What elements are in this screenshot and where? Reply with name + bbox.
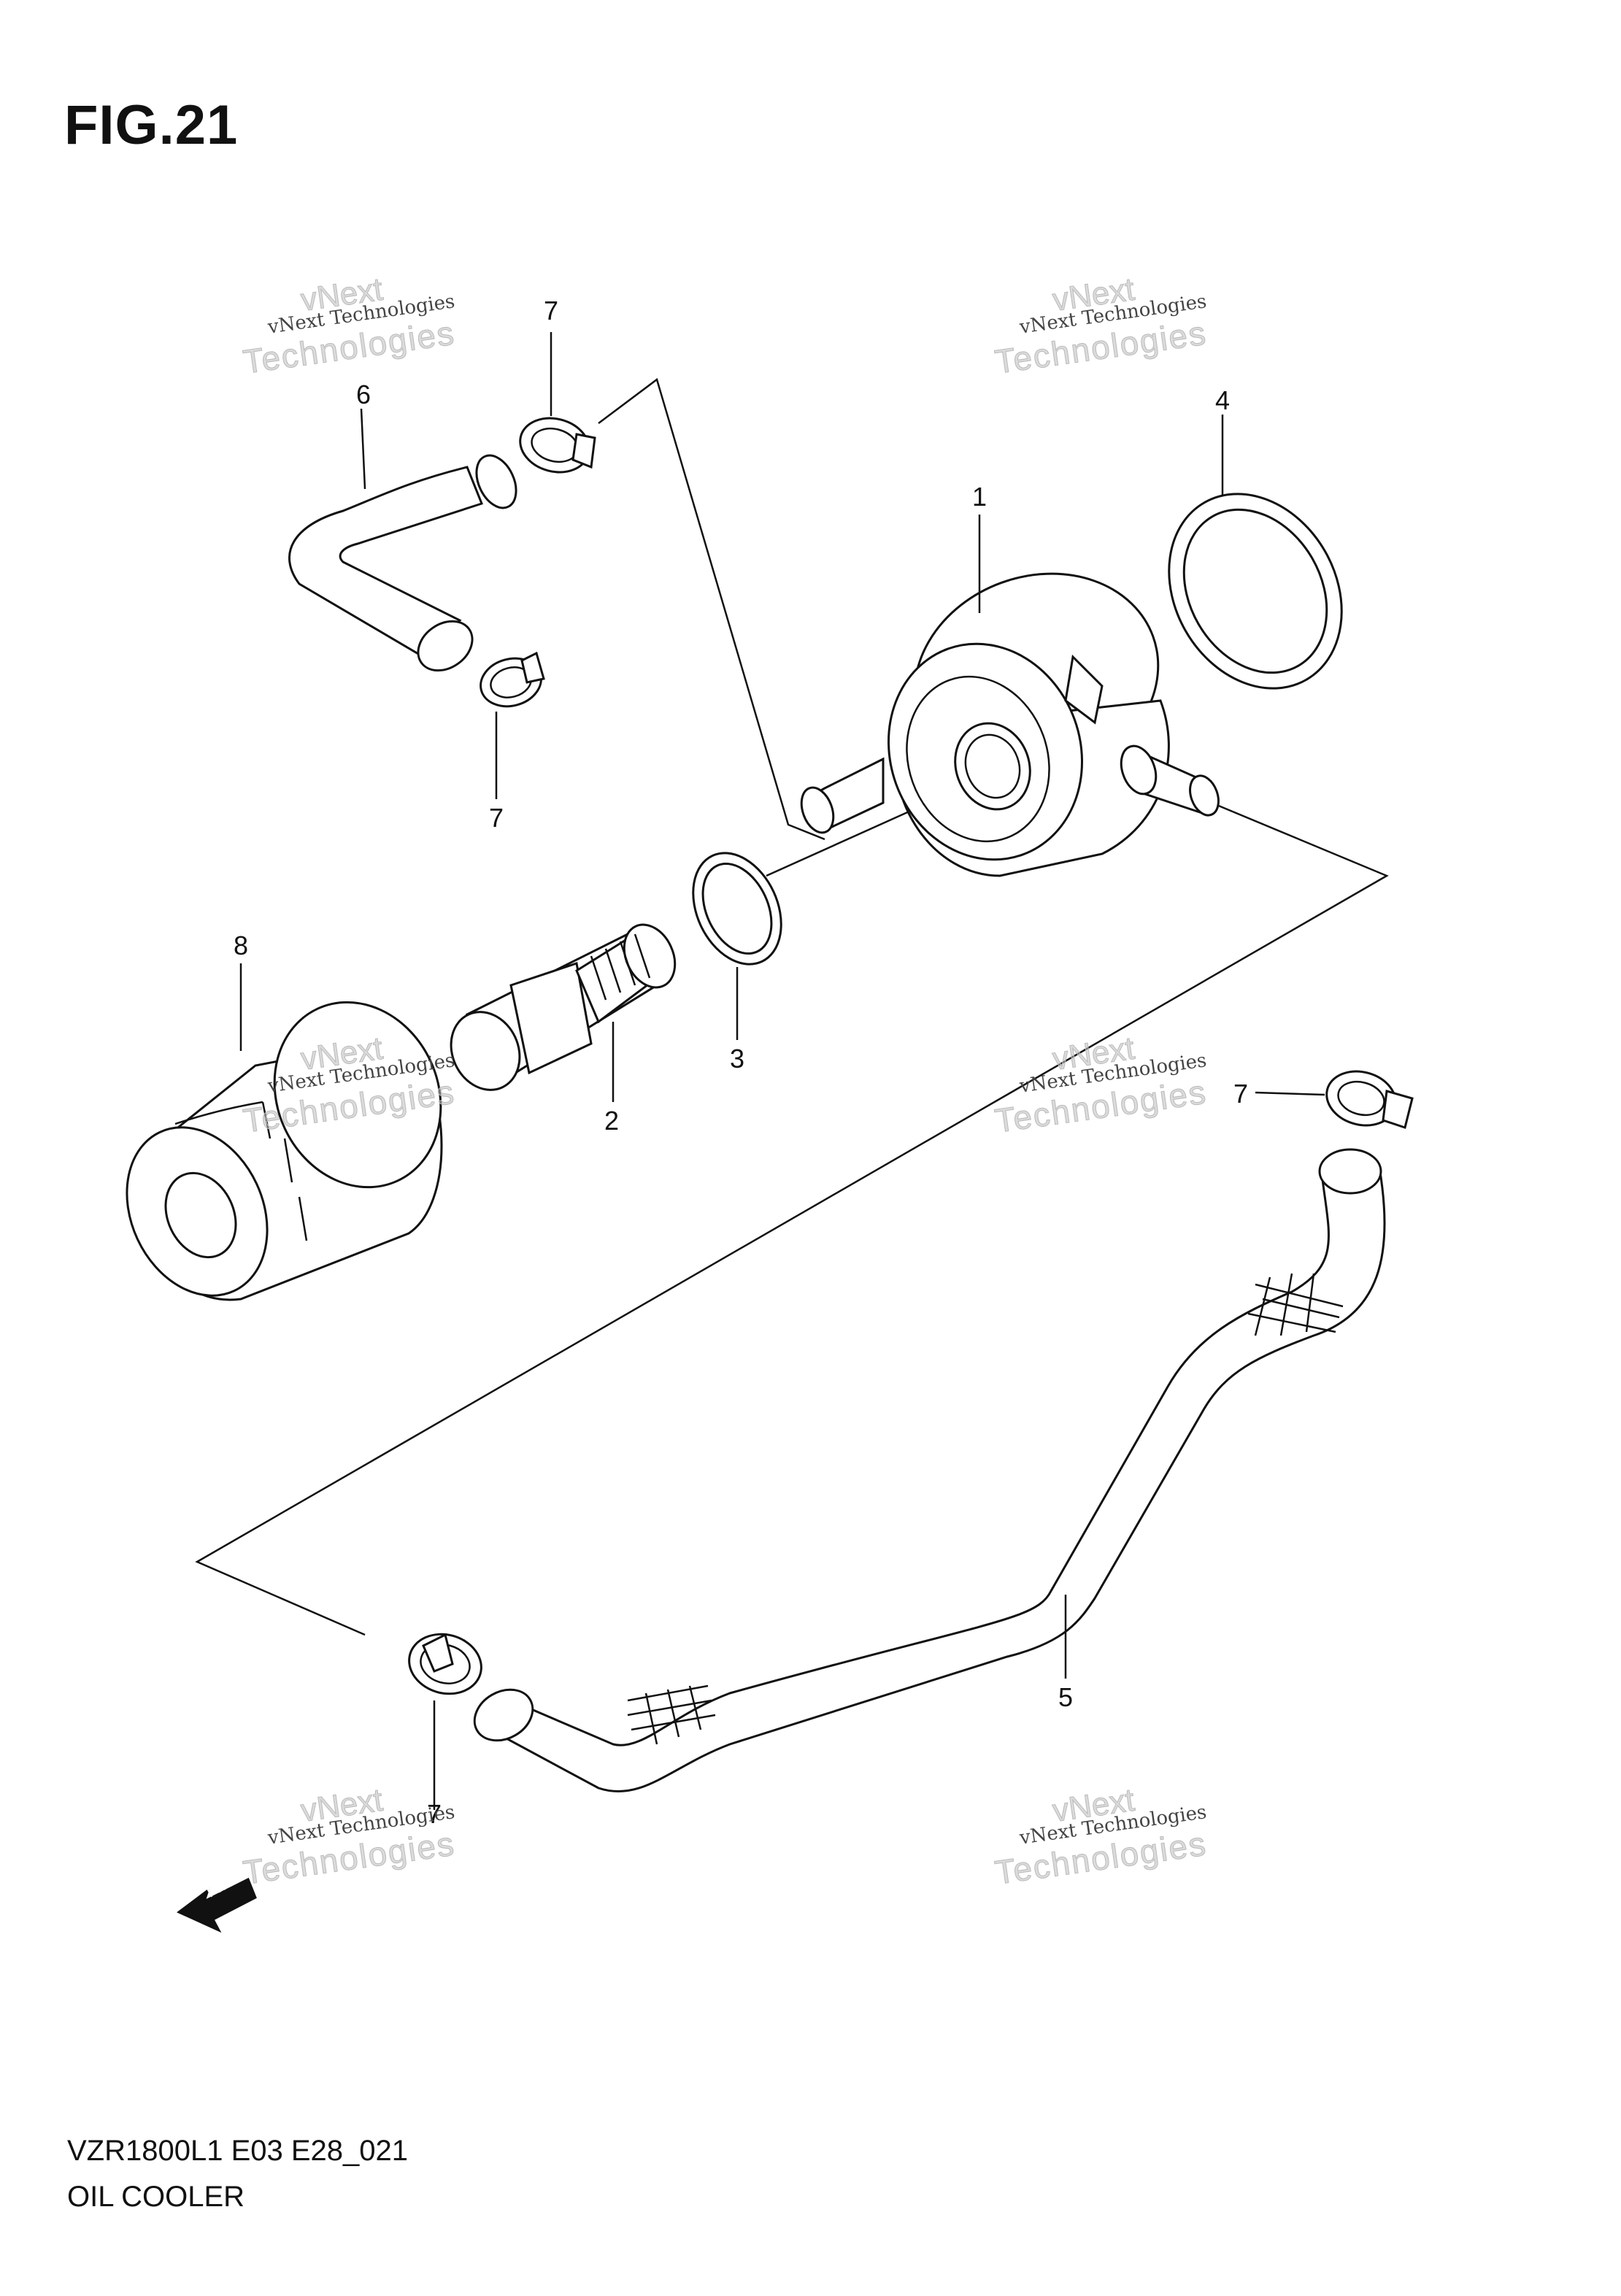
- callout-8: 8: [233, 931, 249, 960]
- callout-5: 5: [1058, 1682, 1074, 1712]
- callout-7-bottom: 7: [426, 1799, 442, 1829]
- callout-2: 2: [604, 1106, 620, 1136]
- o-ring-small: [692, 852, 782, 966]
- oil-cooler: [800, 572, 1220, 877]
- assembly-outline: [195, 377, 1389, 1636]
- callout-3: 3: [729, 1044, 745, 1074]
- callout-1: 1: [971, 482, 987, 512]
- callout-7-left: 7: [488, 803, 504, 833]
- figure-title: FIG.21: [64, 94, 239, 156]
- o-ring-large: [1168, 493, 1343, 690]
- callout-4: 4: [1214, 385, 1231, 415]
- callout-7-right: 7: [1233, 1079, 1249, 1109]
- clamp-icon: [519, 417, 596, 474]
- callout-leaders: [239, 332, 1325, 1810]
- hose-small: [288, 454, 517, 672]
- oil-filter: [126, 1001, 443, 1301]
- clamp-icon: [408, 1633, 482, 1695]
- clamp-icon: [1325, 1070, 1414, 1129]
- hose-long: [473, 1148, 1386, 1792]
- callout-6: 6: [355, 380, 371, 409]
- callout-7-top: 7: [543, 296, 559, 325]
- clamp-icon: [480, 651, 545, 708]
- union-bolt: [450, 923, 677, 1091]
- section-name: OIL COOLER: [67, 2181, 245, 2213]
- forward-arrow-icon: [177, 1877, 257, 1933]
- model-code: VZR1800L1 E03 E28_021: [67, 2135, 409, 2167]
